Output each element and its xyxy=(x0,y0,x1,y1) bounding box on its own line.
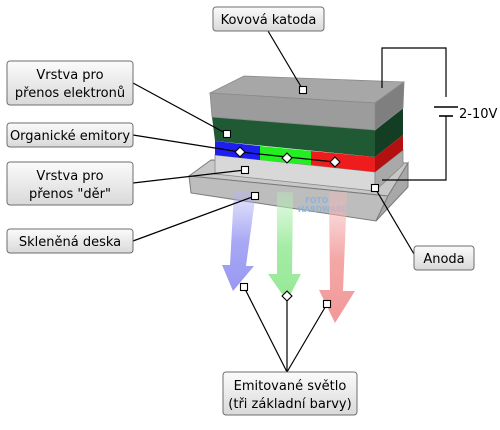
label-sklenena-deska-text: Skleněná deska xyxy=(19,235,121,250)
marker-cathode xyxy=(298,85,308,95)
label-organicke-emitory: Organické emitory xyxy=(6,122,134,148)
marker-glass xyxy=(250,191,260,201)
label-vrstva-der-line2: přenos "děr" xyxy=(29,187,111,202)
glass-plate-right xyxy=(375,161,409,222)
label-sklenena-deska: Skleněná deska xyxy=(6,228,134,254)
marker-anode xyxy=(370,183,380,193)
label-emitovane-svetlo: Emitované světlo (tři základní barvy) xyxy=(222,371,358,416)
label-anoda: Anoda xyxy=(413,245,475,271)
marker-emitter-red xyxy=(329,156,341,168)
light-beam-green xyxy=(268,192,301,301)
power-circuit: 2-10V xyxy=(381,47,498,181)
label-emitovane-svetlo-line1: Emitované světlo xyxy=(234,379,347,394)
light-beam-blue xyxy=(222,192,256,291)
marker-emitter-green xyxy=(281,152,293,164)
emitter-red xyxy=(311,151,375,172)
electron-transport-layer-right xyxy=(375,108,403,157)
light-beam-red xyxy=(319,192,355,323)
label-kovova-katoda-text: Kovová katoda xyxy=(221,13,317,28)
marker-light-green xyxy=(281,290,293,302)
watermark-line-1: FOTO xyxy=(305,196,328,205)
watermark-line-2: HARDWARE xyxy=(298,205,347,214)
label-vrstva-der: Vrstva pro přenos "děr" xyxy=(6,161,134,206)
marker-emitter-blue xyxy=(234,146,246,158)
leader-lines xyxy=(132,30,415,373)
label-vrstva-elektronu-line2: přenos elektronů xyxy=(15,86,125,101)
label-vrstva-elektronu-line1: Vrstva pro xyxy=(36,68,103,83)
label-anoda-text: Anoda xyxy=(423,252,464,267)
label-organicke-emitory-text: Organické emitory xyxy=(10,129,130,144)
cathode-right xyxy=(374,81,405,131)
label-vrstva-der-line1: Vrstva pro xyxy=(36,169,103,184)
label-kovova-katoda: Kovová katoda xyxy=(212,6,325,32)
marker-light-red xyxy=(322,299,332,309)
voltage-label: 2-10V xyxy=(459,107,498,122)
marker-electron-layer xyxy=(222,129,232,139)
marker-light-blue xyxy=(239,282,249,292)
marker-hole-layer xyxy=(240,165,250,175)
label-emitovane-svetlo-line2: (tři základní barvy) xyxy=(228,397,351,412)
markers xyxy=(222,85,380,309)
emitter-right-side xyxy=(375,135,403,172)
label-vrstva-elektronu: Vrstva pro přenos elektronů xyxy=(6,60,134,106)
